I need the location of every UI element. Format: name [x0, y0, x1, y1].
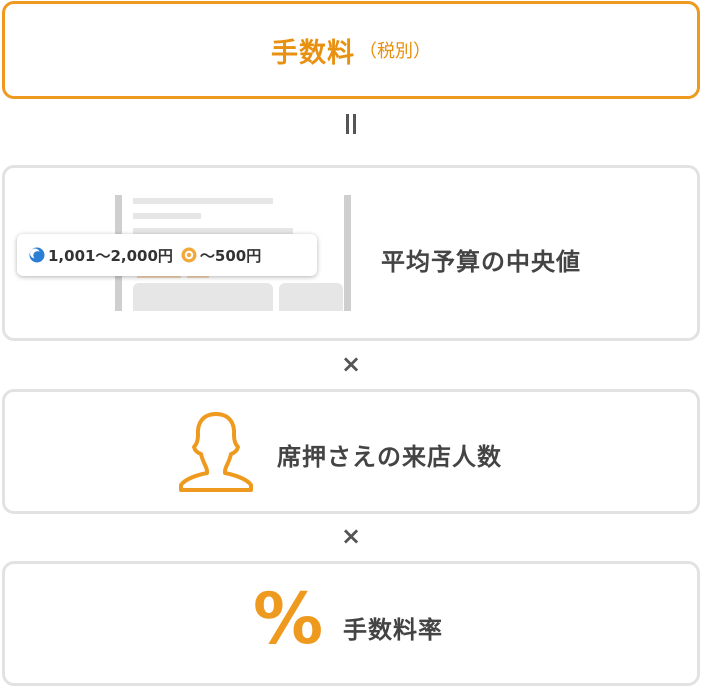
fee-box: 手数料 （税別）: [2, 1, 700, 99]
budget-label: 平均予算の中央値: [381, 248, 581, 276]
equals-operator: [0, 114, 702, 140]
text-line: [133, 228, 293, 234]
lunch-price: ～500円: [199, 246, 262, 265]
shop-page-illustration: [115, 195, 351, 311]
fee-title: 手数料: [271, 37, 355, 69]
page-edge-right: [344, 195, 351, 311]
photo-card: [279, 283, 343, 311]
text-line: [133, 198, 273, 204]
times-operator: ×: [340, 350, 362, 378]
photo-card: [133, 283, 273, 311]
fee-tax-note: （税別）: [359, 41, 431, 62]
sun-icon: [181, 247, 197, 263]
text-line: [133, 213, 201, 219]
person-icon: [179, 412, 253, 492]
budget-box: 1,001～2,000円 ～500円 平均予算の中央値: [2, 165, 700, 341]
people-label: 席押さえの来店人数: [277, 443, 502, 471]
percent-icon: %: [253, 578, 324, 660]
rate-box: % 手数料率: [2, 561, 700, 686]
people-box: 席押さえの来店人数: [2, 389, 700, 514]
times-operator: ×: [340, 522, 362, 550]
moon-icon: [29, 247, 45, 263]
budget-price-badge: 1,001～2,000円 ～500円: [17, 234, 317, 276]
dinner-price: 1,001～2,000円: [48, 246, 173, 265]
rate-label: 手数料率: [343, 616, 443, 644]
